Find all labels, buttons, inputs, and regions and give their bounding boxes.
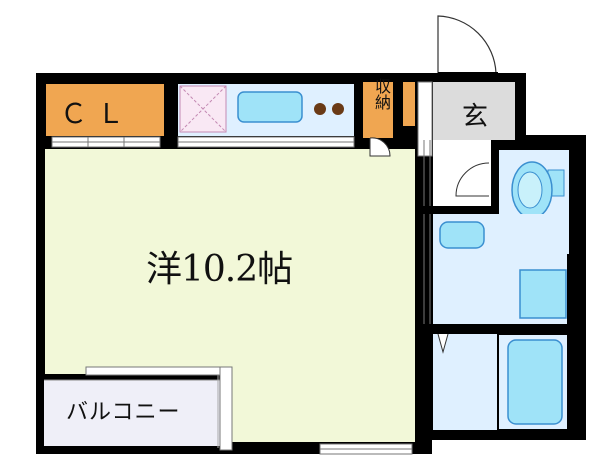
bathroom (433, 333, 569, 431)
entrance-label: 玄 (462, 102, 489, 132)
storage-door-swing (369, 137, 391, 157)
storage-label: 収納 (372, 78, 391, 110)
storage-floor (363, 82, 393, 138)
storage-door (403, 82, 415, 126)
washer-space (519, 269, 567, 319)
bathtub (507, 339, 563, 425)
stove-burner-left (314, 103, 326, 115)
kitchen (177, 84, 355, 148)
washroom (423, 214, 567, 324)
closet-label: ＣＬ (60, 99, 134, 130)
closet-door-track (51, 136, 161, 148)
stove-burner-right (332, 103, 344, 115)
balcony-window (85, 366, 233, 451)
hall-door-swing (455, 162, 490, 197)
entrance-door-swing (437, 15, 497, 74)
balcony (36, 372, 228, 454)
western-room-label: 洋10.2帖 (146, 249, 293, 290)
balcony-label: バルコニー (66, 400, 181, 425)
closet-floor (46, 84, 164, 136)
kitchen-sink (237, 91, 303, 123)
entrance (417, 15, 515, 157)
bath-door (437, 333, 449, 354)
wash-basin (439, 221, 485, 249)
bottom-window (319, 443, 413, 455)
